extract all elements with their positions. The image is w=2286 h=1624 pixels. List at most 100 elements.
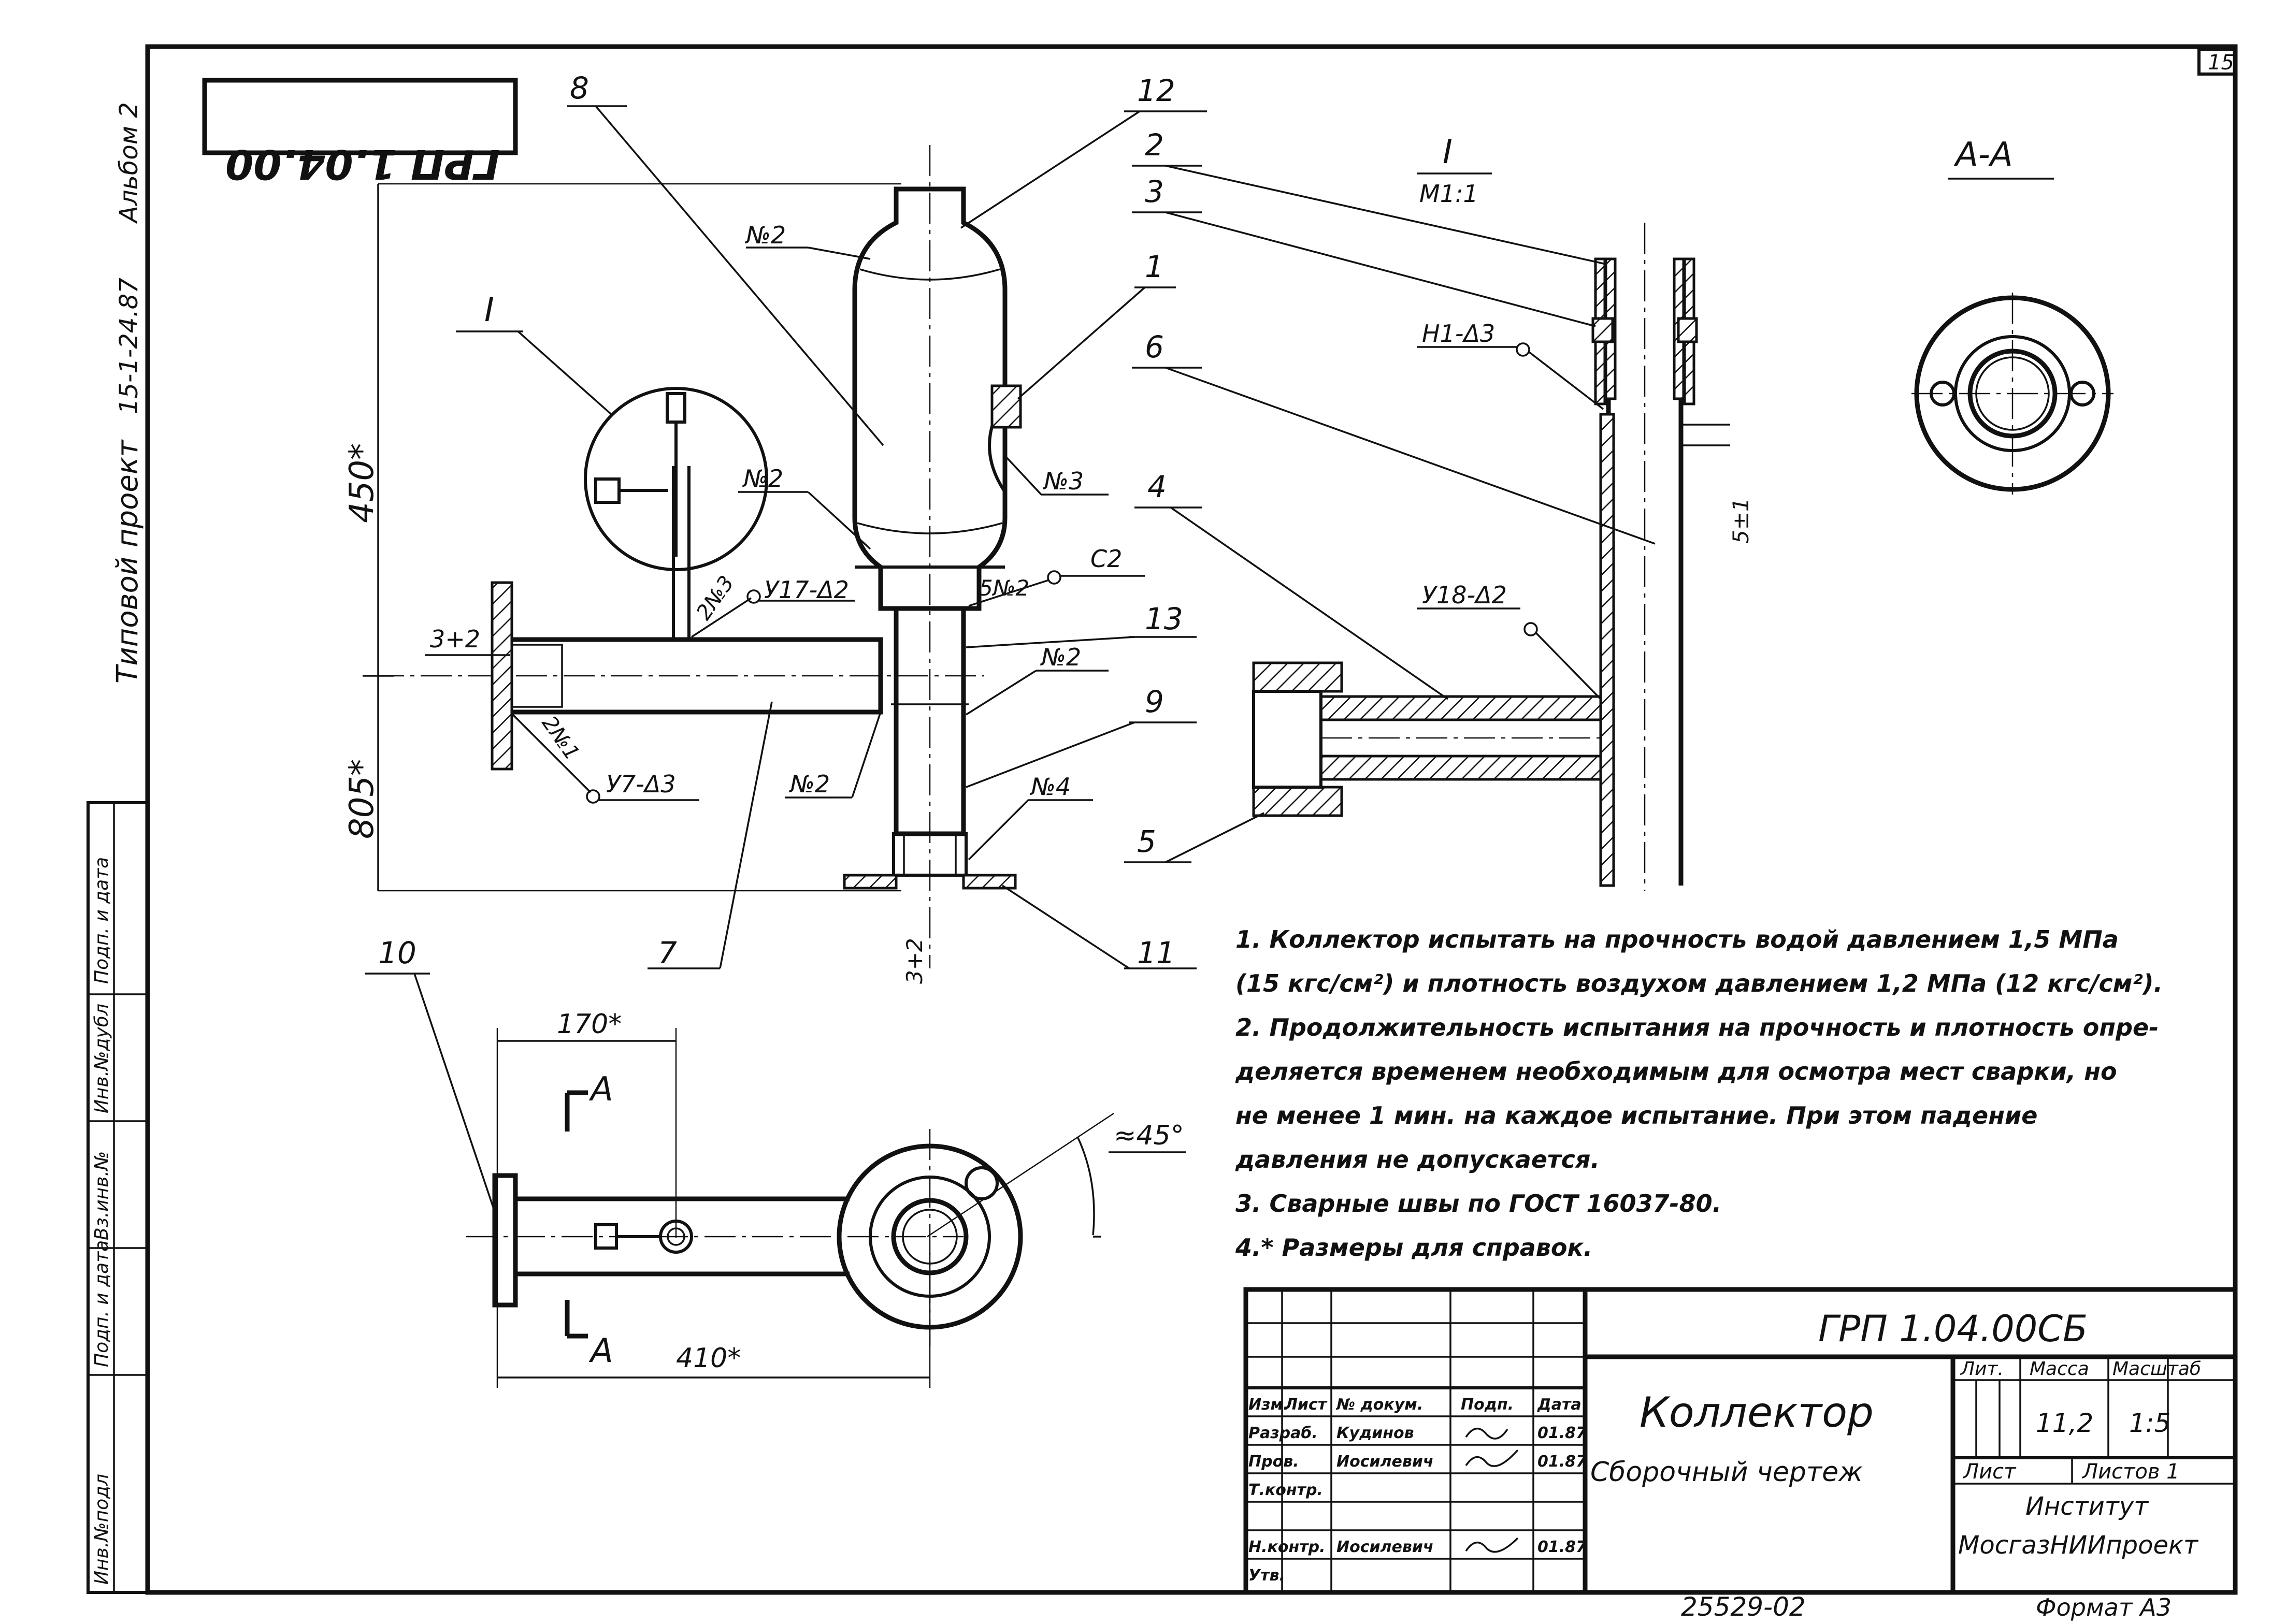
weld-n2-upper: №2 (744, 221, 786, 249)
plan-view: 10 170* 410* А А (365, 935, 1186, 1388)
row-role-6: Утв. (1248, 1567, 1285, 1585)
stamp-code: ГРП 1.04.00 (225, 140, 500, 187)
note-line-5: не менее 1 мин. на каждое испытание. При… (1235, 1101, 2037, 1129)
row-name-5: Иосилевич (1336, 1538, 1433, 1556)
part-subtitle: Сборочный чертеж (1590, 1457, 1863, 1488)
detail-title: I (1443, 133, 1453, 171)
drawing-frame: 15 (145, 44, 2238, 1595)
callout-10: 10 (378, 935, 416, 970)
sheet-header: Лист (1962, 1460, 2017, 1484)
weld-5n2: 5№2 (979, 575, 1029, 601)
detail-scale: М1:1 (1419, 180, 1478, 208)
dim-5: 5±1 (1728, 498, 1753, 544)
col-header-list: Лист (1284, 1396, 1328, 1414)
dim-angle: ≈45° (1114, 1120, 1184, 1151)
side-project: Типовой проект (111, 439, 145, 684)
scale-value: 1:5 (2129, 1408, 2170, 1438)
callout-13: 13 (1145, 601, 1183, 636)
stripe-cell-2: Инв.№дубл (91, 1004, 112, 1113)
callout-4: 4 (1147, 469, 1167, 504)
sheet-number: 15 (2208, 51, 2234, 75)
col-header-izm: Изм. (1248, 1396, 1289, 1414)
stripe-cell-5: Инв.№подл (91, 1474, 112, 1585)
weld-h1: Н1-Δ3 (1422, 320, 1495, 347)
callout-3: 3 (1145, 174, 1164, 209)
dim-3-branch: 3+2 (430, 625, 480, 653)
left-margin-text: Альбом 2 15-1-24.87 Типовой проект (111, 102, 145, 684)
note-line-7: 3. Сварные швы по ГОСТ 16037-80. (1235, 1190, 1721, 1217)
row-date-1: 01.87 (1537, 1424, 1587, 1442)
weld-u7: У7-Δ3 (606, 770, 676, 798)
institute-line-1: Институт (2025, 1492, 2149, 1521)
note-line-8: 4.* Размеры для справок. (1235, 1234, 1592, 1262)
row-name-1: Кудинов (1336, 1424, 1414, 1442)
callout-12: 12 (1137, 73, 1175, 108)
weld-n3: №3 (1042, 467, 1084, 495)
lit-header: Лит. (1960, 1358, 2004, 1380)
note-line-2: (15 кгс/см²) и плотность воздухом давлен… (1235, 969, 2163, 997)
row-role-5: Н.контр. (1248, 1538, 1325, 1556)
stripe-cell-1: Подп. и дата (91, 857, 112, 984)
weld-n2-left: №2 (788, 770, 830, 798)
archive-number: 25529-02 (1681, 1592, 1806, 1622)
left-approval-stripe: Подп. и дата Инв.№дубл Вз.инв.№ Подп. и … (87, 801, 149, 1594)
weld-n2-lower: №2 (1040, 643, 1081, 671)
note-line-1: 1. Коллектор испытать на прочность водой… (1235, 925, 2119, 953)
row-date-5: 01.87 (1537, 1538, 1587, 1556)
side-date: 15-1-24.87 (114, 278, 143, 414)
row-date-2: 01.87 (1537, 1453, 1587, 1471)
format-label: Формат А3 (2036, 1593, 2172, 1621)
callout-6: 6 (1145, 329, 1164, 365)
note-line-3: 2. Продолжительность испытания на прочно… (1235, 1013, 2159, 1041)
callout-8: 8 (570, 70, 589, 106)
weld-c2: С2 (1090, 545, 1122, 573)
callout-7: 7 (658, 935, 677, 970)
cut-a-top: А (588, 1070, 613, 1109)
callout-1: 1 (1145, 249, 1164, 284)
title-block: Изм. Лист № докум. Подп. Дата Разраб. Ку… (1243, 1287, 2238, 1622)
front-view-callouts: 8 12 1 I №2 №3 №2 2№3 У17-Δ2 5№2 (425, 70, 1207, 984)
callout-9: 9 (1145, 684, 1164, 719)
detail-callout: I (484, 291, 494, 329)
dim-410: 410* (676, 1343, 741, 1374)
part-name: Коллектор (1640, 1388, 1874, 1437)
callout-11: 11 (1137, 935, 1175, 970)
col-header-sign: Подп. (1461, 1396, 1514, 1414)
section-aa: А-А (1911, 136, 2114, 495)
row-role-2: Пров. (1248, 1453, 1299, 1471)
dim-450: 450* (343, 443, 381, 523)
institute-line-2: МосгазНИИпроект (1958, 1531, 2199, 1560)
dim-170: 170* (557, 1009, 622, 1040)
stamp-box: ГРП 1.04.00 (202, 78, 518, 187)
mass-header: Масса (2030, 1358, 2089, 1380)
detail-callouts: 2 3 6 Н1-Δ3 4 У18-Δ2 5 (1124, 127, 1656, 863)
note-line-6: давления не допускается. (1235, 1146, 1600, 1173)
row-role-1: Разраб. (1248, 1424, 1318, 1442)
stripe-cell-4: Подп. и дата (91, 1240, 112, 1367)
stripe-cell-3: Вз.инв.№ (91, 1151, 112, 1240)
detail-view: I М1:1 5±1 (1252, 133, 1753, 891)
note-line-4: деляется временем необходимым для осмотр… (1235, 1057, 2117, 1085)
col-header-date: Дата (1537, 1396, 1581, 1414)
weld-2n1: 2№1 (537, 712, 584, 764)
weld-u17: У17-Δ2 (764, 576, 849, 604)
dim-805: 805* (343, 759, 381, 839)
callout-5: 5 (1137, 824, 1156, 859)
row-name-2: Иосилевич (1336, 1453, 1433, 1471)
technical-notes: 1. Коллектор испытать на прочность водой… (1235, 925, 2163, 1262)
dim-3-bottom: 3+2 (902, 938, 927, 984)
weld-n4: №4 (1029, 773, 1071, 801)
col-header-doc: № докум. (1335, 1396, 1423, 1414)
front-view: 450* 805* (343, 145, 1022, 968)
row-role-3: Т.контр. (1248, 1481, 1323, 1499)
weld-u18: У18-Δ2 (1422, 581, 1507, 609)
cut-a-bottom: А (588, 1332, 613, 1370)
weld-n2-middle: №2 (742, 465, 783, 492)
weld-2n3: 2№3 (692, 572, 739, 625)
doc-code: ГРП 1.04.00СБ (1818, 1308, 2088, 1350)
side-album: Альбом 2 (114, 102, 143, 224)
mass-value: 11,2 (2036, 1408, 2093, 1438)
callout-2: 2 (1145, 127, 1164, 163)
section-title: А-А (1953, 136, 2013, 174)
